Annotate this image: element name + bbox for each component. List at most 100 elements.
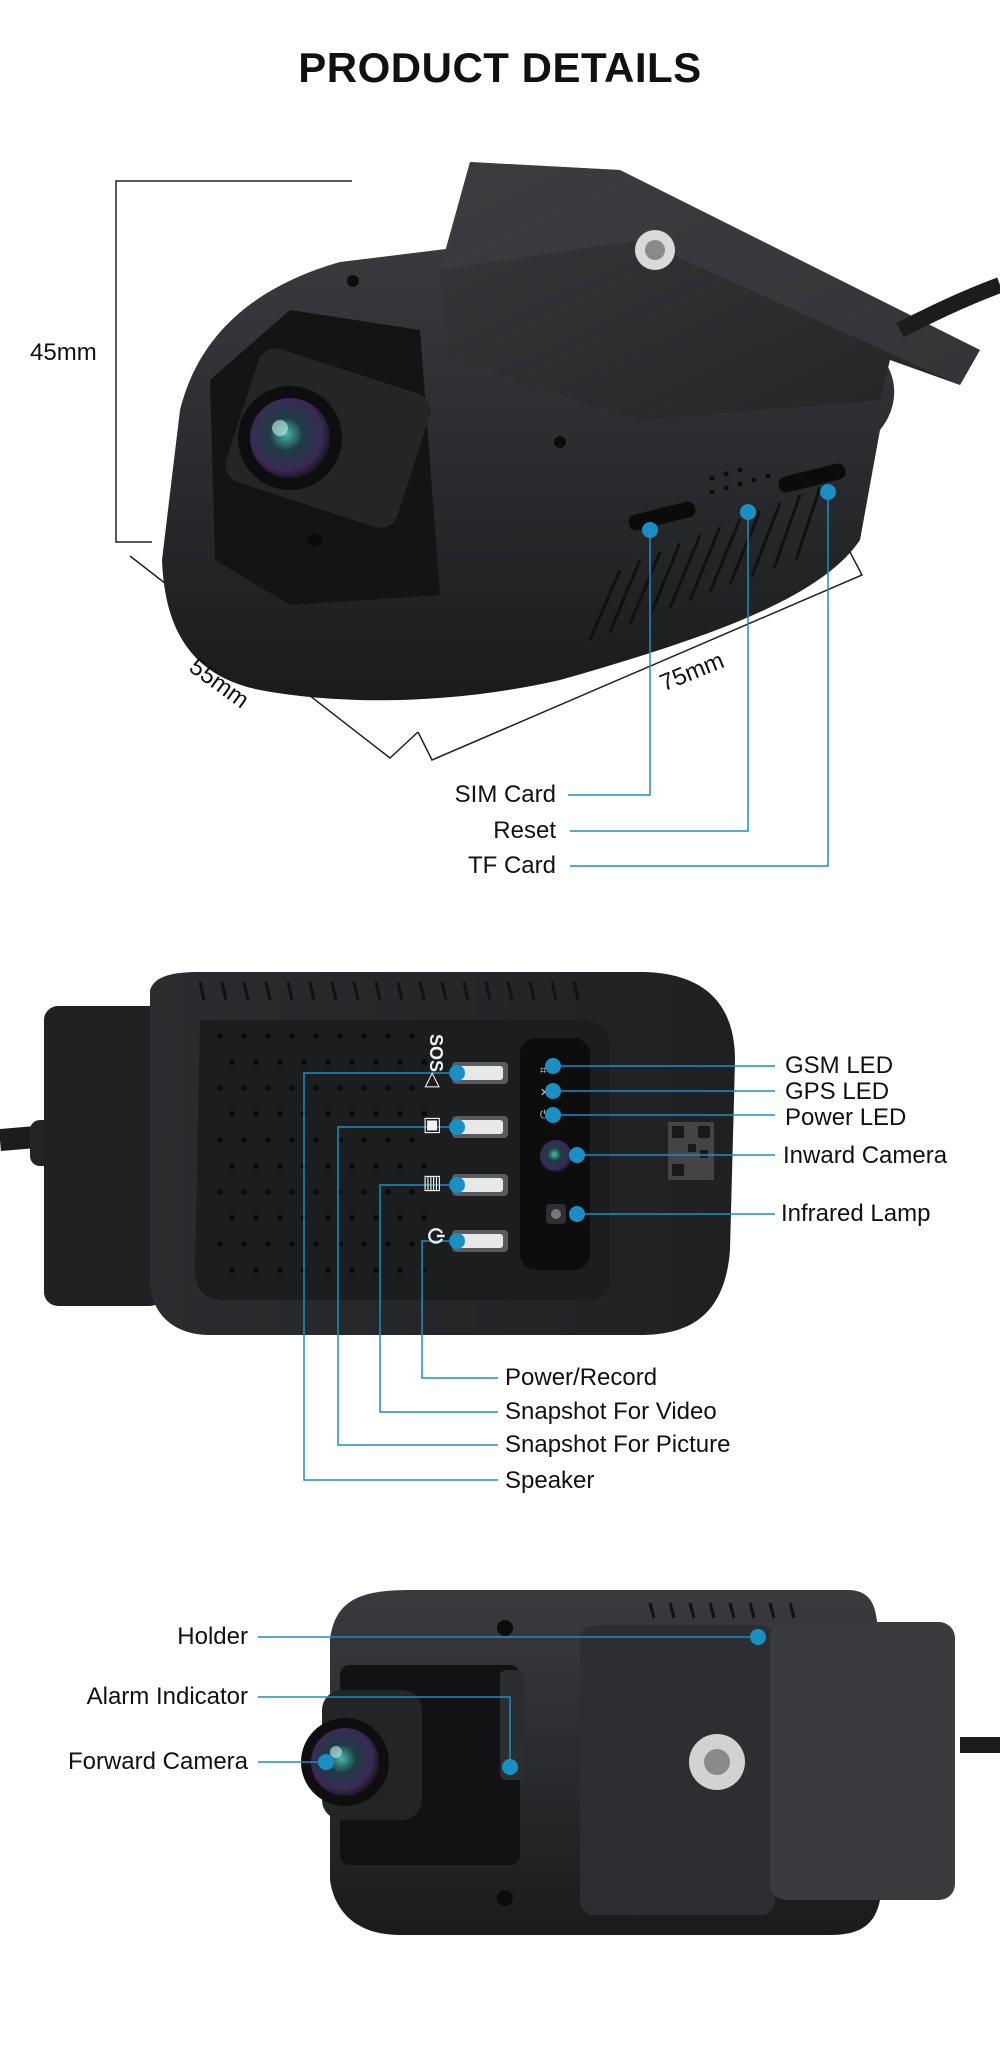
callout-inward-camera: Inward Camera: [783, 1142, 948, 1169]
speaker-hole: [373, 1059, 379, 1065]
speaker-hole: [253, 1215, 259, 1221]
speaker-hole: [313, 1085, 319, 1091]
speaker-hole: [409, 1189, 415, 1195]
speaker-hole: [385, 1137, 391, 1143]
svg-text:✕: ✕: [540, 1087, 549, 1099]
speaker-hole: [373, 1215, 379, 1221]
callout-tf-card: TF Card: [467, 852, 556, 879]
speaker-hole: [289, 1085, 295, 1091]
speaker-hole: [277, 1059, 283, 1065]
speaker-hole: [313, 1241, 319, 1247]
speaker-hole: [409, 1137, 415, 1143]
speaker-hole: [421, 1111, 427, 1117]
speaker-hole: [277, 1267, 283, 1273]
callout-dots-s1: [642, 484, 836, 538]
callout-holder: Holder: [177, 1623, 248, 1650]
speaker-hole: [265, 1085, 271, 1091]
speaker-hole: [229, 1215, 235, 1221]
power-record-icon: ⏻: [424, 1228, 446, 1244]
callout-gsm-led: GSM LED: [785, 1052, 894, 1079]
camera-icon: ▣: [422, 1116, 444, 1135]
speaker-hole: [337, 1033, 343, 1039]
callout-snapshot-picture: Snapshot For Picture: [505, 1431, 731, 1458]
speaker-hole: [349, 1111, 355, 1117]
speaker-hole: [229, 1059, 235, 1065]
speaker-hole: [217, 1241, 223, 1247]
callout-lines-s2: [303, 1065, 775, 1481]
callout-speaker: Speaker: [505, 1467, 595, 1494]
callout-infrared-lamp: Infrared Lamp: [781, 1200, 931, 1227]
page-title: PRODUCT DETAILS: [298, 44, 702, 91]
speaker-hole: [265, 1033, 271, 1039]
speaker-hole: [361, 1033, 367, 1039]
speaker-hole: [217, 1085, 223, 1091]
speaker-hole: [373, 1163, 379, 1169]
speaker-hole: [217, 1137, 223, 1143]
speaker-hole: [265, 1241, 271, 1247]
speaker-hole: [421, 1215, 427, 1221]
sos-button-label: SOS: [426, 1034, 446, 1073]
speaker-hole: [289, 1189, 295, 1195]
speaker-hole: [397, 1163, 403, 1169]
speaker-hole: [349, 1267, 355, 1273]
speaker-hole: [289, 1033, 295, 1039]
speaker-hole: [289, 1241, 295, 1247]
speaker-hole: [217, 1189, 223, 1195]
callout-alarm-indicator: Alarm Indicator: [86, 1683, 248, 1710]
speaker-hole: [229, 1163, 235, 1169]
speaker-hole: [277, 1163, 283, 1169]
speaker-hole: [313, 1137, 319, 1143]
speaker-hole: [373, 1267, 379, 1273]
speaker-hole: [253, 1267, 259, 1273]
speaker-hole: [361, 1085, 367, 1091]
speaker-hole: [373, 1111, 379, 1117]
callout-reset: Reset: [493, 817, 556, 844]
speaker-hole: [325, 1111, 331, 1117]
svg-text:⏻: ⏻: [540, 1109, 549, 1121]
speaker-hole: [217, 1033, 223, 1039]
speaker-hole: [385, 1033, 391, 1039]
speaker-hole: [349, 1059, 355, 1065]
speaker-hole: [361, 1241, 367, 1247]
speaker-hole: [277, 1111, 283, 1117]
speaker-hole: [229, 1267, 235, 1273]
speaker-hole: [385, 1085, 391, 1091]
speaker-hole: [277, 1215, 283, 1221]
speaker-hole: [313, 1189, 319, 1195]
speaker-hole: [397, 1267, 403, 1273]
speaker-hole: [265, 1137, 271, 1143]
speaker-hole: [253, 1111, 259, 1117]
callout-gps-led: GPS LED: [785, 1078, 890, 1105]
speaker-hole: [265, 1189, 271, 1195]
video-icon: ▤: [422, 1174, 444, 1193]
callout-dots-s3: [318, 1629, 766, 1775]
speaker-hole: [241, 1189, 247, 1195]
speaker-hole: [313, 1033, 319, 1039]
speaker-hole: [253, 1059, 259, 1065]
dimension-height: 45mm: [30, 339, 97, 366]
speaker-hole: [325, 1215, 331, 1221]
speaker-hole: [325, 1267, 331, 1273]
speaker-hole: [409, 1085, 415, 1091]
device-back-view: ⌗ ✕ ⏻: [0, 972, 735, 1335]
speaker-hole: [421, 1163, 427, 1169]
speaker-hole: [289, 1137, 295, 1143]
speaker-hole: [337, 1085, 343, 1091]
callout-forward-camera: Forward Camera: [67, 1748, 248, 1775]
speaker-hole: [385, 1241, 391, 1247]
speaker-hole: [409, 1241, 415, 1247]
speaker-hole: [241, 1137, 247, 1143]
speaker-hole: [361, 1137, 367, 1143]
device-front-view: [301, 1590, 1000, 1935]
speaker-hole: [241, 1241, 247, 1247]
callout-dots-s2: [449, 1058, 585, 1249]
speaker-hole: [241, 1033, 247, 1039]
speaker-sos-icon: ◁: [422, 1072, 444, 1088]
speaker-hole: [241, 1085, 247, 1091]
speaker-hole: [253, 1163, 259, 1169]
speaker-hole: [349, 1215, 355, 1221]
speaker-hole: [397, 1059, 403, 1065]
speaker-hole: [325, 1163, 331, 1169]
device-top-view: [162, 162, 1000, 701]
